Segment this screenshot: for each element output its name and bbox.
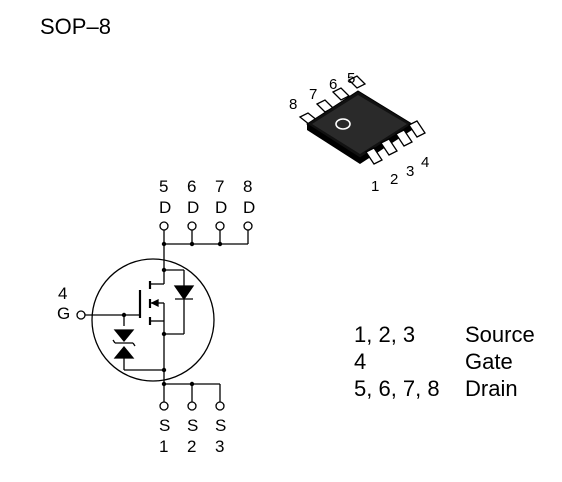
zener-diode-lower	[113, 345, 135, 359]
drain-terminal-5	[159, 221, 169, 231]
source-terminal-3	[215, 401, 225, 411]
package-circle	[91, 258, 215, 382]
mosfet-schematic	[76, 221, 253, 411]
drain-terminal-8	[243, 221, 253, 231]
chip-pin-label: 2	[390, 171, 399, 188]
drain-pin-number: 8	[243, 177, 253, 196]
zener-diode-upper	[113, 329, 135, 343]
chip-pin-label: 4	[421, 154, 430, 171]
body-diode	[173, 285, 195, 301]
drain-terminal-6	[187, 221, 197, 231]
drain-pin-letter: D	[243, 198, 256, 217]
source-pin-number: 2	[187, 437, 197, 456]
chip-pin-label: 3	[406, 163, 415, 180]
gate-pin-letter: G	[57, 304, 71, 323]
chip-pin-label: 1	[371, 178, 380, 195]
source-pin-letter: S	[187, 416, 199, 435]
pin-table-pins: 5, 6, 7, 8	[354, 376, 440, 401]
chip-pin-label: 6	[329, 76, 338, 93]
drain-pin-letter: D	[187, 198, 200, 217]
drain-pin-number: 5	[159, 177, 169, 196]
source-pin-number: 1	[159, 437, 169, 456]
chip-pin-label: 7	[309, 86, 318, 103]
junction-dots	[121, 241, 223, 387]
package-title: SOP–8	[40, 14, 111, 39]
chip-pin-label: 8	[289, 96, 298, 113]
drain-pin-letter: D	[159, 198, 172, 217]
drain-pin-number: 7	[215, 177, 225, 196]
pin-table-name: Drain	[465, 376, 518, 401]
gate-pin-number: 4	[58, 284, 68, 303]
drain-terminal-7	[215, 221, 225, 231]
pin-table-name: Source	[465, 322, 535, 347]
pin-table-pins: 4	[354, 349, 367, 374]
source-terminal-1	[159, 401, 169, 411]
source-pin-number: 3	[215, 437, 225, 456]
drain-pin-letter: D	[215, 198, 228, 217]
pin-table-pins: 1, 2, 3	[354, 322, 416, 347]
chip-pin-label: 5	[347, 70, 356, 87]
source-pin-letter: S	[159, 416, 171, 435]
drain-pin-number: 6	[187, 177, 197, 196]
source-pin-letter: S	[215, 416, 227, 435]
package-bottom-leads	[365, 120, 426, 165]
pin-table-name: Gate	[465, 349, 513, 374]
source-terminal-2	[187, 401, 197, 411]
gate-terminal	[76, 310, 86, 320]
sop8-package	[298, 75, 426, 165]
pin1-marker	[335, 118, 351, 130]
